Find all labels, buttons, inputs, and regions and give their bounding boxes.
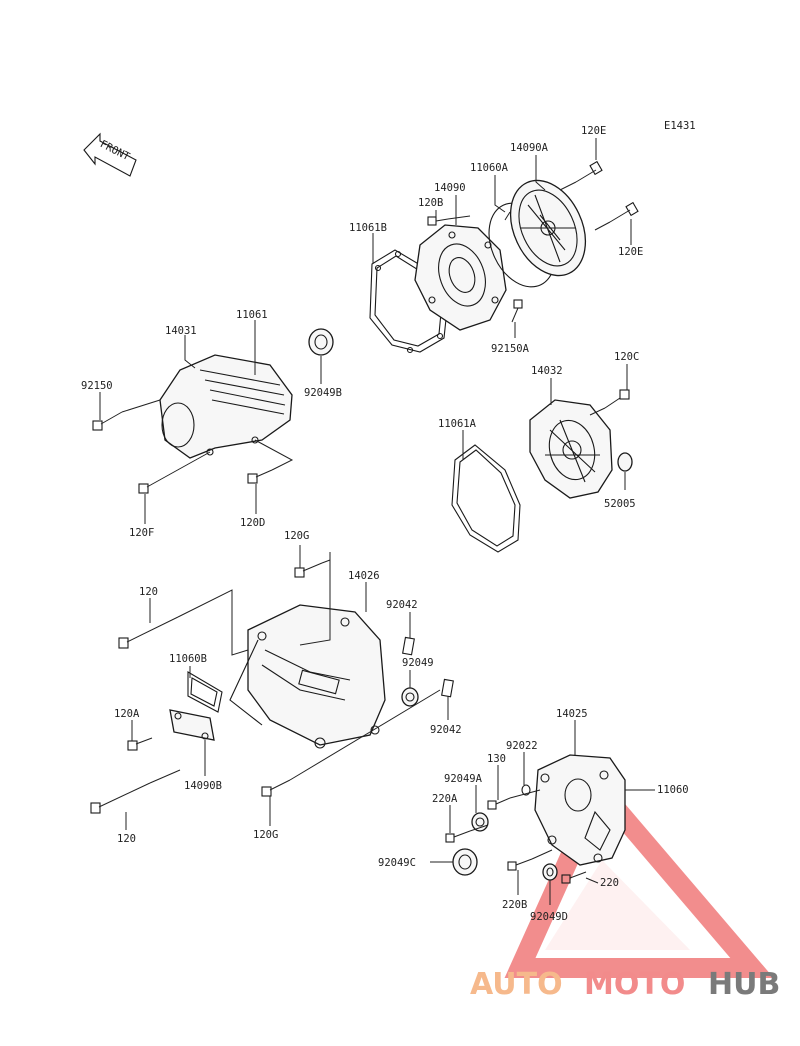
seal-92049d bbox=[542, 863, 558, 881]
bolt-120b bbox=[427, 216, 449, 226]
label-14025: 14025 bbox=[556, 708, 588, 720]
label-11061b: 11061B bbox=[349, 222, 387, 234]
label-92042-top: 92042 bbox=[386, 599, 418, 611]
cover-14090a bbox=[509, 179, 587, 277]
label-120c: 120C bbox=[614, 351, 639, 363]
label-220b: 220B bbox=[502, 899, 527, 911]
dowel-92042-bottom bbox=[441, 678, 454, 698]
bolt-120c bbox=[604, 389, 630, 409]
part-labels: 120E 14090A 11060A 14090 120B 11061B 120… bbox=[81, 125, 689, 923]
label-120d: 120D bbox=[240, 517, 265, 529]
seal-92049b bbox=[308, 328, 334, 356]
label-120a: 120A bbox=[114, 708, 140, 720]
label-92049b: 92049B bbox=[304, 387, 342, 399]
plate-14090b bbox=[169, 709, 215, 741]
label-92049a: 92049A bbox=[444, 773, 483, 785]
label-120-bottom: 120 bbox=[117, 833, 136, 845]
label-14090: 14090 bbox=[434, 182, 466, 194]
watermark-text: AUTO MOTO HUB bbox=[470, 967, 780, 1002]
label-14031: 14031 bbox=[165, 325, 197, 337]
seal-92049a bbox=[471, 812, 489, 832]
bolt-120-bottom bbox=[90, 782, 151, 814]
bolt-120-top bbox=[118, 616, 179, 649]
bolt-120g-bottom bbox=[261, 779, 291, 797]
cover-14025 bbox=[534, 754, 626, 866]
cover-14026 bbox=[229, 604, 386, 749]
label-120-top: 120 bbox=[139, 586, 158, 598]
watermark-moto: MOTO bbox=[584, 967, 685, 1002]
label-14032: 14032 bbox=[531, 365, 563, 377]
label-92150a: 92150A bbox=[491, 343, 530, 355]
label-11060a: 11060A bbox=[470, 162, 509, 174]
oring-92022 bbox=[521, 784, 531, 796]
label-220a: 220A bbox=[432, 793, 458, 805]
bolt-120e-top bbox=[575, 160, 603, 183]
cover-14031 bbox=[159, 354, 293, 459]
seal-92049 bbox=[401, 687, 419, 707]
label-92049: 92049 bbox=[402, 657, 434, 669]
label-92049d: 92049D bbox=[530, 911, 568, 923]
gasket-11061a bbox=[451, 444, 521, 553]
label-14026: 14026 bbox=[348, 570, 380, 582]
diagram-code: E1431 bbox=[664, 120, 696, 132]
label-92150: 92150 bbox=[81, 380, 113, 392]
label-92042-bottom: 92042 bbox=[430, 724, 462, 736]
bolt-120d bbox=[247, 469, 273, 484]
bolt-130 bbox=[487, 797, 511, 810]
bolt-120g-top bbox=[294, 562, 323, 578]
seal-92049c bbox=[452, 848, 478, 876]
bolt-120f bbox=[138, 476, 166, 494]
label-120e-top: 120E bbox=[581, 125, 606, 137]
front-label: FRONT bbox=[98, 138, 132, 163]
watermark-auto: AUTO bbox=[470, 967, 563, 1002]
bolt-220 bbox=[561, 871, 587, 884]
gasket-11061b bbox=[369, 249, 449, 354]
bolt-220b bbox=[507, 858, 533, 871]
label-120g-bottom: 120G bbox=[253, 829, 278, 841]
label-14090b: 14090B bbox=[184, 780, 222, 792]
label-92022: 92022 bbox=[506, 740, 538, 752]
watermark-hub: HUB bbox=[708, 967, 780, 1002]
label-11061: 11061 bbox=[236, 309, 268, 321]
bolt-92150 bbox=[92, 411, 123, 431]
leader-lines bbox=[99, 138, 655, 905]
label-92049c: 92049C bbox=[378, 857, 416, 869]
front-direction-arrow: FRONT bbox=[83, 132, 137, 177]
bolt-120e-right bbox=[609, 201, 639, 223]
label-52005: 52005 bbox=[604, 498, 636, 510]
label-220: 220 bbox=[600, 877, 619, 889]
label-11060b: 11060B bbox=[169, 653, 207, 665]
watermark-logo bbox=[504, 771, 774, 978]
label-11061a: 11061A bbox=[438, 418, 477, 430]
cover-14032 bbox=[529, 399, 613, 499]
label-120g-top: 120G bbox=[284, 530, 309, 542]
label-120b: 120B bbox=[418, 197, 443, 209]
cover-14090 bbox=[414, 224, 507, 331]
label-130: 130 bbox=[487, 753, 506, 765]
gasket-11060b bbox=[187, 671, 223, 713]
label-120e-right: 120E bbox=[618, 246, 643, 258]
label-14090a: 14090A bbox=[510, 142, 549, 154]
label-120f: 120F bbox=[129, 527, 154, 539]
dowel-92042-top bbox=[402, 636, 415, 656]
plug-52005 bbox=[617, 452, 633, 472]
bolt-92150a bbox=[511, 299, 523, 323]
bolt-220a bbox=[445, 830, 471, 843]
label-11060: 11060 bbox=[657, 784, 689, 796]
